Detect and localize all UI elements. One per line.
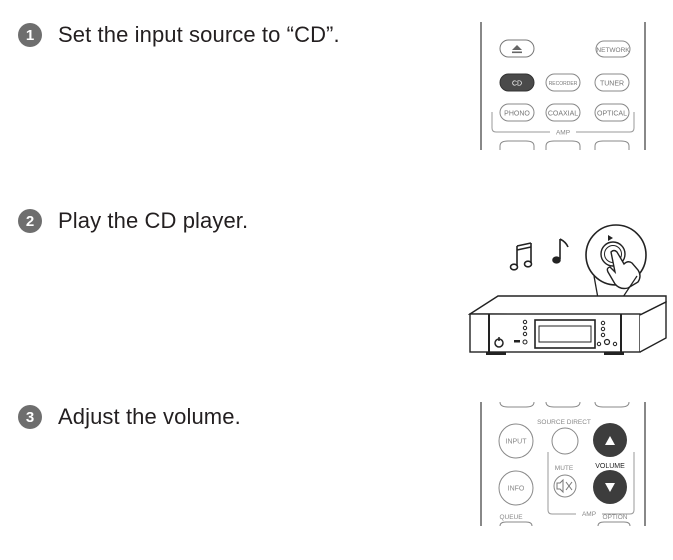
- tuner-button: [594, 73, 630, 92]
- cd-player-svg: [467, 224, 667, 355]
- recorder-label: RECORDER: [549, 81, 578, 87]
- amp-bracket: [547, 452, 635, 515]
- phono-button: [499, 103, 535, 122]
- step-text-3: Adjust the volume.: [58, 404, 241, 429]
- step-1: 1 Set the input source to “CD”.: [18, 22, 340, 48]
- step-2: 2 Play the CD player.: [18, 208, 248, 234]
- play-icon: [608, 235, 613, 241]
- triangle-down-icon: [605, 483, 615, 492]
- volume-label: VOLUME: [595, 463, 625, 470]
- optical-button: [594, 103, 630, 122]
- recorder-button: [545, 73, 581, 92]
- mute-label: MUTE: [555, 465, 574, 472]
- step-text-2: Play the CD player.: [58, 208, 249, 233]
- tuner-label: TUNER: [600, 81, 624, 88]
- step-number-1: 1: [18, 23, 42, 47]
- mute-button: [553, 474, 577, 498]
- remote-input-svg: NETWORK CD RECORDER TUNER PHONO COAXIAL …: [480, 22, 646, 150]
- step-number-3: 3: [18, 405, 42, 429]
- input-label: INPUT: [506, 439, 528, 446]
- coaxial-label: COAXIAL: [548, 111, 578, 118]
- music-note-icon: [552, 238, 569, 264]
- cd-label: CD: [512, 81, 522, 88]
- optical-label: OPTICAL: [597, 111, 627, 118]
- step-text-1: Set the input source to “CD”.: [58, 22, 340, 47]
- eject-icon: [512, 45, 522, 54]
- cd-player-illustration: [467, 212, 668, 367]
- info-label: INFO: [508, 486, 525, 493]
- info-button: [498, 470, 534, 506]
- remote-input-illustration: NETWORK CD RECORDER TUNER PHONO COAXIAL …: [478, 22, 650, 155]
- amp-bracket: [491, 112, 635, 133]
- input-button: [498, 423, 534, 459]
- step-number-2: 2: [18, 209, 42, 233]
- speaker-mute-icon: [556, 478, 573, 494]
- triangle-up-icon: [605, 436, 615, 445]
- step-3: 3 Adjust the volume.: [18, 404, 241, 430]
- option-label: OPTION: [603, 514, 628, 521]
- amp-label: AMP: [582, 511, 596, 518]
- music-note-icon: [509, 242, 533, 271]
- remote-volume-svg: SOURCE DIRECT INPUT AMP MUTE VOLUME INFO…: [480, 401, 646, 527]
- network-label: NETWORK: [596, 47, 630, 54]
- hand-icon: [606, 249, 641, 290]
- queue-label: QUEUE: [499, 514, 523, 521]
- phono-label: PHONO: [504, 111, 530, 118]
- coaxial-button: [545, 103, 581, 122]
- source-direct-button: [551, 427, 579, 455]
- source-direct-label: SOURCE DIRECT: [537, 419, 591, 426]
- cd-button: [499, 73, 535, 92]
- amp-label: AMP: [556, 130, 570, 137]
- network-button: [595, 40, 631, 58]
- remote-volume-illustration: SOURCE DIRECT INPUT AMP MUTE VOLUME INFO…: [478, 401, 650, 531]
